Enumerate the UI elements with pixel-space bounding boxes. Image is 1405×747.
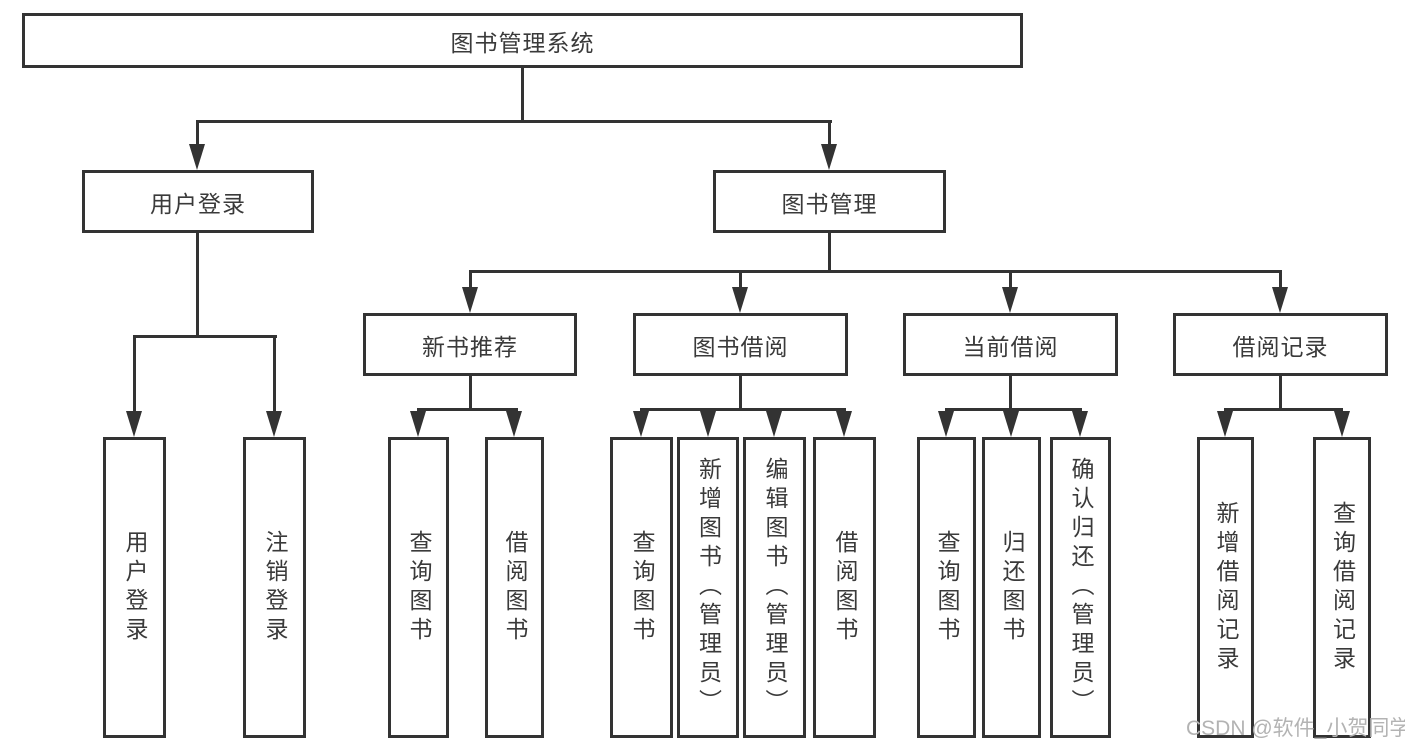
connector-line xyxy=(739,270,742,292)
leaf-current-return: 归还图书 xyxy=(982,437,1041,738)
arrow-down-icon xyxy=(266,411,282,437)
connector-line xyxy=(196,120,832,123)
connector-line xyxy=(273,335,276,415)
leaf-records-query: 查询借阅记录 xyxy=(1313,437,1371,738)
leaf-newbooks-borrow: 借阅图书 xyxy=(485,437,544,738)
node-borrow-records: 借阅记录 xyxy=(1173,313,1388,376)
leaf-borrow-add-admin: 新增图书（管理员） xyxy=(677,437,739,738)
leaf-borrow-borrow: 借阅图书 xyxy=(813,437,876,738)
node-borrow-records-label: 借阅记录 xyxy=(1232,333,1329,360)
node-book-management-label: 图书管理 xyxy=(781,190,878,217)
leaf-user-login: 用户登录 xyxy=(103,437,166,738)
arrow-down-icon xyxy=(1217,411,1233,437)
leaf-borrow-query-label: 查询图书 xyxy=(629,529,655,646)
leaf-logout: 注销登录 xyxy=(243,437,306,738)
leaf-borrow-edit-admin: 编辑图书（管理员） xyxy=(743,437,806,738)
arrow-down-icon xyxy=(633,411,649,437)
arrow-down-icon xyxy=(410,411,426,437)
leaf-newbooks-query-label: 查询图书 xyxy=(406,529,432,646)
node-new-book-recommend: 新书推荐 xyxy=(363,313,577,376)
node-user-login: 用户登录 xyxy=(82,170,314,233)
leaf-current-query: 查询图书 xyxy=(917,437,976,738)
connector-line xyxy=(417,408,518,411)
connector-line xyxy=(1279,270,1282,292)
arrow-down-icon xyxy=(1334,411,1350,437)
arrow-down-icon xyxy=(506,411,522,437)
leaf-records-add-label: 新增借阅记录 xyxy=(1213,500,1239,675)
leaf-user-login-label: 用户登录 xyxy=(122,529,148,646)
leaf-current-confirm-admin: 确认归还（管理员） xyxy=(1050,437,1111,738)
leaf-current-return-label: 归还图书 xyxy=(999,529,1025,646)
connector-line xyxy=(1009,375,1012,411)
connector-line xyxy=(469,270,1282,273)
connector-line xyxy=(196,232,199,338)
connector-line xyxy=(1009,270,1012,292)
arrow-down-icon xyxy=(836,411,852,437)
leaf-borrow-query: 查询图书 xyxy=(610,437,673,738)
leaf-records-add: 新增借阅记录 xyxy=(1197,437,1254,738)
connector-line xyxy=(133,335,277,338)
arrow-down-icon xyxy=(732,287,748,313)
node-book-borrow: 图书借阅 xyxy=(633,313,848,376)
leaf-current-confirm-admin-label: 确认归还（管理员） xyxy=(1068,457,1094,718)
arrow-down-icon xyxy=(938,411,954,437)
arrow-down-icon xyxy=(462,287,478,313)
node-current-borrow: 当前借阅 xyxy=(903,313,1118,376)
node-book-management: 图书管理 xyxy=(713,170,946,233)
leaf-borrow-borrow-label: 借阅图书 xyxy=(832,529,858,646)
connector-line xyxy=(1279,375,1282,411)
connector-line xyxy=(469,375,472,411)
leaf-borrow-add-admin-label: 新增图书（管理员） xyxy=(695,457,722,718)
arrow-down-icon xyxy=(126,411,142,437)
arrow-down-icon xyxy=(766,411,782,437)
node-user-login-label: 用户登录 xyxy=(150,190,246,217)
connector-line xyxy=(640,408,846,411)
leaf-newbooks-borrow-label: 借阅图书 xyxy=(502,529,528,646)
connector-line xyxy=(196,120,199,150)
arrow-down-icon xyxy=(189,144,205,170)
arrow-down-icon xyxy=(821,144,837,170)
connector-line xyxy=(133,335,136,415)
leaf-logout-label: 注销登录 xyxy=(262,529,288,646)
leaf-borrow-edit-admin-label: 编辑图书（管理员） xyxy=(762,457,788,718)
connector-line xyxy=(828,120,831,150)
arrow-down-icon xyxy=(700,411,716,437)
connector-line xyxy=(469,270,472,292)
arrow-down-icon xyxy=(1002,287,1018,313)
node-library-system-label: 图书管理系统 xyxy=(450,29,595,56)
arrow-down-icon xyxy=(1072,411,1088,437)
leaf-records-query-label: 查询借阅记录 xyxy=(1329,500,1356,675)
leaf-newbooks-query: 查询图书 xyxy=(388,437,449,738)
node-book-borrow-label: 图书借阅 xyxy=(692,333,789,360)
node-library-system: 图书管理系统 xyxy=(22,13,1023,68)
watermark: CSDN @软件_小贺同学 xyxy=(1186,717,1405,740)
connector-line xyxy=(1224,408,1343,411)
connector-line xyxy=(739,375,742,411)
node-current-borrow-label: 当前借阅 xyxy=(962,333,1059,360)
arrow-down-icon xyxy=(1272,287,1288,313)
connector-line xyxy=(945,408,1082,411)
connector-line xyxy=(828,232,831,273)
node-new-book-recommend-label: 新书推荐 xyxy=(422,333,518,360)
connector-line xyxy=(521,66,524,122)
leaf-current-query-label: 查询图书 xyxy=(934,529,960,646)
arrow-down-icon xyxy=(1003,411,1019,437)
